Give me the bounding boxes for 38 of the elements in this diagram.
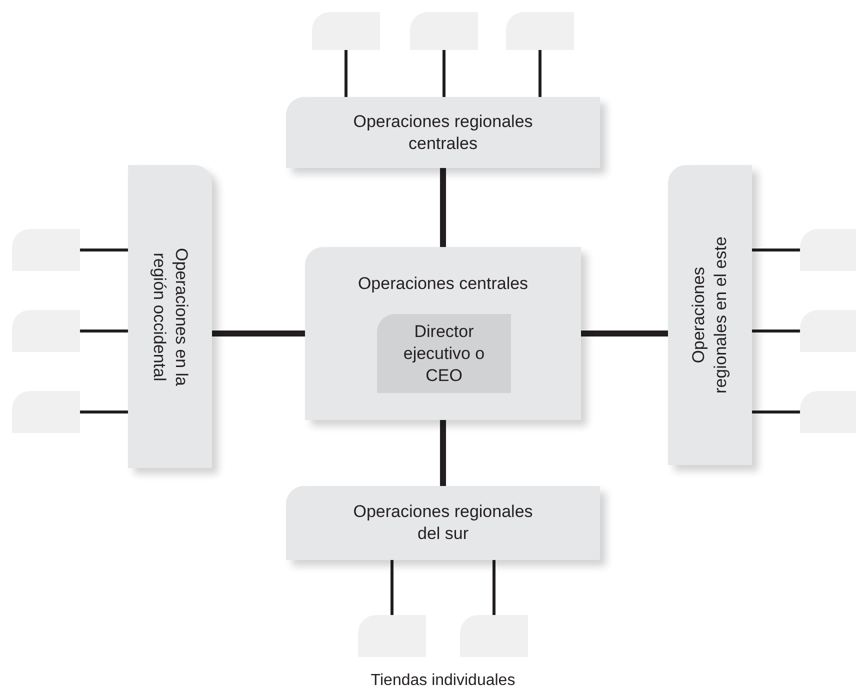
connector-line — [752, 248, 800, 252]
connector-line — [492, 560, 496, 615]
box-label: Operaciones regionales en el este — [688, 236, 731, 396]
store-box — [410, 12, 478, 50]
connector-line — [390, 560, 394, 615]
box-label: Operaciones regionales centrales — [352, 110, 534, 154]
connector-line — [212, 330, 305, 336]
department-box — [128, 165, 212, 468]
box-label: Operaciones en la región occidental — [149, 246, 192, 388]
connector-line — [344, 50, 348, 97]
store-box — [506, 12, 574, 50]
store-box — [800, 310, 856, 352]
connector-line — [80, 330, 128, 332]
box-label: Director ejecutivo o CEO — [402, 320, 486, 387]
department-box — [305, 247, 581, 420]
box-label: Operaciones regionales del sur — [352, 500, 534, 545]
store-box — [12, 229, 80, 271]
connector-line — [80, 410, 128, 414]
caption: Tiendas individuales — [370, 672, 516, 690]
connector-line — [538, 50, 542, 97]
connector-line — [80, 248, 128, 252]
connector-line — [752, 410, 800, 414]
connector-line — [440, 420, 446, 486]
department-box — [286, 97, 600, 168]
department-box — [668, 165, 752, 465]
store-box — [800, 391, 856, 433]
department-box — [286, 486, 600, 560]
connector-line — [752, 330, 800, 332]
store-box — [12, 391, 80, 433]
connector-line — [442, 50, 446, 97]
connector-line — [440, 168, 446, 247]
store-box — [800, 229, 856, 271]
box-label: Operaciones centrales — [356, 273, 530, 295]
store-box — [312, 12, 380, 50]
connector-line — [581, 330, 668, 336]
store-box — [12, 310, 80, 352]
store-box — [460, 615, 528, 657]
store-box — [358, 615, 426, 657]
